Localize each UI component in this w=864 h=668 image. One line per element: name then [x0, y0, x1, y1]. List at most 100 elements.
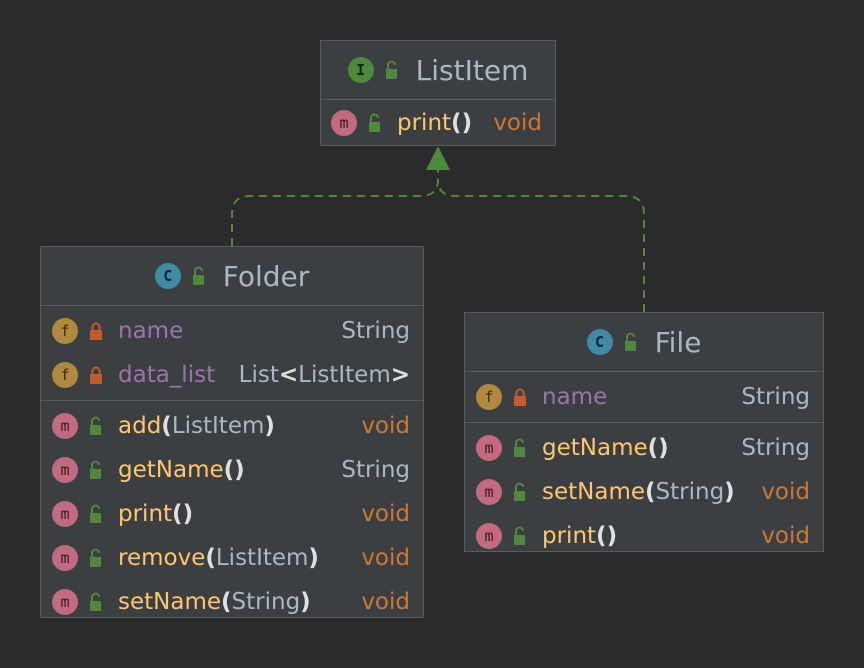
method-icon: m: [476, 523, 502, 549]
method-name: print: [397, 110, 452, 136]
method-row[interactable]: m getName() String: [465, 426, 823, 470]
method-icon: m: [476, 479, 502, 505]
field-name: data_list: [118, 362, 216, 388]
method-icon: m: [476, 435, 502, 461]
class-icon: C: [586, 329, 613, 355]
private-lock-icon: [86, 320, 106, 342]
folder-fields: f name String f data_list List<ListItem>: [41, 306, 423, 401]
method-icon: m: [52, 501, 78, 527]
paren-open: (: [223, 457, 235, 483]
method-return-type: void: [761, 523, 810, 549]
method-row[interactable]: m remove(ListItem) void: [41, 536, 423, 580]
private-lock-icon: [510, 386, 530, 408]
method-name: getName: [118, 457, 224, 483]
method-icon: m: [52, 413, 78, 439]
paren-close: ): [300, 589, 311, 615]
method-param: ListItem: [215, 545, 309, 571]
method-return-type: void: [361, 589, 410, 615]
method-param: String: [231, 589, 301, 615]
paren-close: ): [264, 413, 275, 439]
field-type: List<ListItem>: [239, 362, 410, 388]
file-title: File: [654, 325, 702, 359]
field-row[interactable]: f name String: [41, 309, 423, 353]
public-lock-icon: [86, 591, 106, 613]
paren-open: (: [205, 545, 216, 571]
type-base: List: [238, 362, 279, 388]
interface-icon: I: [347, 57, 374, 83]
paren-open: (: [172, 501, 183, 527]
paren-close: ): [461, 110, 473, 136]
method-row[interactable]: m print() void: [321, 101, 555, 145]
listitem-interface-box[interactable]: I ListItem m print() void: [320, 40, 556, 146]
private-lock-icon: [86, 364, 106, 386]
public-lock-icon: [382, 59, 402, 81]
method-name: add: [118, 413, 162, 439]
public-lock-icon: [86, 459, 106, 481]
file-fields: f name String: [465, 372, 823, 423]
method-icon: m: [331, 110, 357, 136]
realization-edge-file: [437, 179, 645, 312]
field-icon: f: [476, 384, 502, 410]
public-lock-icon: [510, 437, 530, 459]
folder-class-box[interactable]: C Folder f name String f data_list List<…: [40, 246, 424, 618]
generic-close: >: [390, 362, 410, 388]
method-name: print: [542, 523, 597, 549]
folder-header: C Folder: [41, 247, 423, 306]
file-methods: m getName() String m setName(String) voi…: [465, 423, 823, 561]
paren-close: ): [182, 501, 194, 527]
listitem-methods: m print() void: [321, 100, 555, 146]
field-icon: f: [52, 362, 78, 388]
listitem-title: ListItem: [415, 53, 529, 87]
method-row[interactable]: m getName() String: [41, 448, 423, 492]
method-name: print: [118, 501, 173, 527]
public-lock-icon: [86, 503, 106, 525]
generic-open: <: [278, 362, 299, 388]
method-icon: m: [52, 589, 78, 615]
field-row[interactable]: f name String: [465, 375, 823, 419]
public-lock-icon: [365, 112, 385, 134]
method-return-type: String: [741, 435, 810, 461]
public-lock-icon: [621, 331, 641, 353]
method-name: getName: [542, 435, 648, 461]
field-type: String: [341, 318, 410, 344]
method-name: setName: [118, 589, 222, 615]
public-lock-icon: [189, 265, 209, 287]
folder-title: Folder: [222, 259, 310, 293]
field-name: name: [118, 318, 184, 344]
paren-open: (: [221, 589, 232, 615]
paren-open: (: [596, 523, 607, 549]
method-row[interactable]: m print() void: [465, 514, 823, 558]
type-arg: ListItem: [298, 362, 391, 388]
paren-close: ): [308, 545, 319, 571]
method-param: String: [655, 479, 725, 505]
paren-close: ): [724, 479, 735, 505]
folder-methods: m add(ListItem) void m getName() String …: [41, 401, 423, 627]
paren-open: (: [647, 435, 659, 461]
public-lock-icon: [510, 525, 530, 547]
file-class-box[interactable]: C File f name String m getName() String …: [464, 312, 824, 552]
file-header: C File: [465, 313, 823, 372]
realization-arrowhead: [426, 146, 450, 170]
field-name: name: [542, 384, 608, 410]
method-row[interactable]: m setName(String) void: [41, 580, 423, 624]
class-icon: C: [154, 263, 181, 289]
method-return-type: void: [361, 501, 410, 527]
field-type: String: [741, 384, 810, 410]
method-return-type: void: [361, 413, 410, 439]
method-row[interactable]: m setName(String) void: [465, 470, 823, 514]
method-name: remove: [118, 545, 206, 571]
method-name: setName: [542, 479, 646, 505]
public-lock-icon: [86, 547, 106, 569]
paren-open: (: [161, 413, 172, 439]
method-return-type: String: [341, 457, 410, 483]
paren-close: ): [234, 457, 245, 483]
method-row[interactable]: m print() void: [41, 492, 423, 536]
paren-open: (: [645, 479, 656, 505]
field-row[interactable]: f data_list List<ListItem>: [41, 353, 423, 397]
paren-close: ): [658, 435, 669, 461]
field-icon: f: [52, 318, 78, 344]
paren-open: (: [451, 110, 462, 136]
method-row[interactable]: m add(ListItem) void: [41, 404, 423, 448]
realization-edge-folder: [231, 170, 439, 246]
listitem-header: I ListItem: [321, 41, 555, 100]
